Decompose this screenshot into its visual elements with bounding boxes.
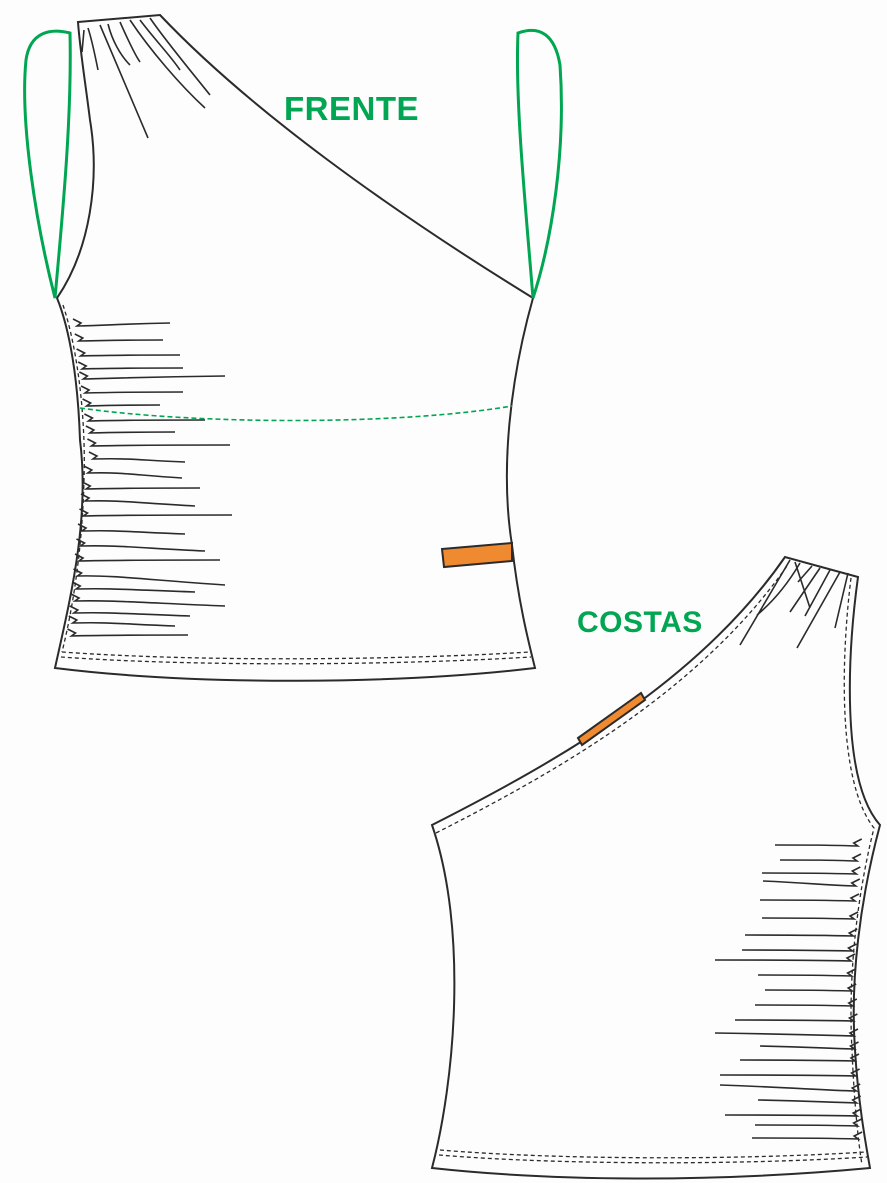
gather-line — [70, 593, 226, 607]
gather-line — [739, 1053, 860, 1062]
gather-line — [80, 493, 196, 507]
gather-line — [81, 481, 201, 490]
gather-line — [80, 385, 184, 394]
gather-line — [714, 953, 856, 962]
gather-line — [719, 1068, 860, 1077]
gather-line — [87, 438, 231, 447]
gather-line — [762, 878, 861, 887]
back-body-outline — [430, 555, 882, 1180]
gather-line — [744, 928, 858, 937]
back-gathers — [714, 838, 863, 1140]
gather-line — [76, 538, 206, 552]
front-hem-stitch — [60, 651, 532, 665]
gather-line — [757, 1095, 862, 1104]
gather-line — [759, 1041, 859, 1050]
left-strap — [23, 29, 72, 299]
front-waist-seam-dashed — [79, 405, 513, 422]
front-side-stitch — [61, 304, 85, 653]
gather-line — [74, 553, 221, 562]
gather-line — [761, 866, 861, 875]
back-view — [430, 555, 882, 1180]
gather-line — [73, 568, 226, 586]
front-label: FRENTE — [284, 90, 419, 127]
right-strap — [515, 28, 563, 299]
front-label-tab — [440, 541, 513, 569]
straps — [23, 28, 563, 299]
front-gathers — [67, 318, 233, 637]
gather-line — [67, 628, 189, 637]
gather-line — [83, 465, 183, 479]
gather-line — [76, 348, 181, 357]
gather-line — [82, 398, 161, 407]
gather-line — [79, 508, 233, 517]
gather-line — [74, 333, 164, 342]
gather-line — [734, 1013, 858, 1022]
gather-line — [724, 1108, 862, 1117]
gather-line — [754, 998, 858, 1007]
gather-line — [741, 943, 857, 952]
gather-line — [764, 983, 857, 992]
gather-line — [77, 523, 186, 535]
gather-line — [71, 581, 196, 593]
gather-line — [759, 893, 860, 902]
back-label-tab — [576, 691, 647, 747]
back-hem-stitch — [438, 1149, 868, 1164]
gather-line — [757, 968, 856, 977]
back-neckline-stitch — [435, 565, 788, 834]
gather-line — [774, 838, 863, 847]
gather-line — [77, 361, 184, 370]
gather-line — [779, 853, 862, 862]
gather-line — [85, 425, 176, 434]
front-body-outline — [53, 13, 537, 682]
gather-line — [84, 413, 206, 422]
gather-line — [69, 605, 191, 617]
gather-line — [751, 1131, 863, 1140]
front-view — [53, 13, 537, 682]
gather-line — [761, 911, 859, 920]
front-shoulder-gathers — [81, 17, 211, 139]
gather-line — [754, 1118, 862, 1127]
gather-line — [719, 1083, 861, 1092]
back-label: COSTAS — [577, 606, 703, 639]
gather-line — [72, 318, 171, 327]
gather-line — [88, 451, 186, 463]
gather-line — [68, 615, 176, 627]
gather-line — [714, 1028, 859, 1037]
gather-line — [79, 371, 226, 380]
back-shoulder-gathers — [739, 559, 849, 649]
